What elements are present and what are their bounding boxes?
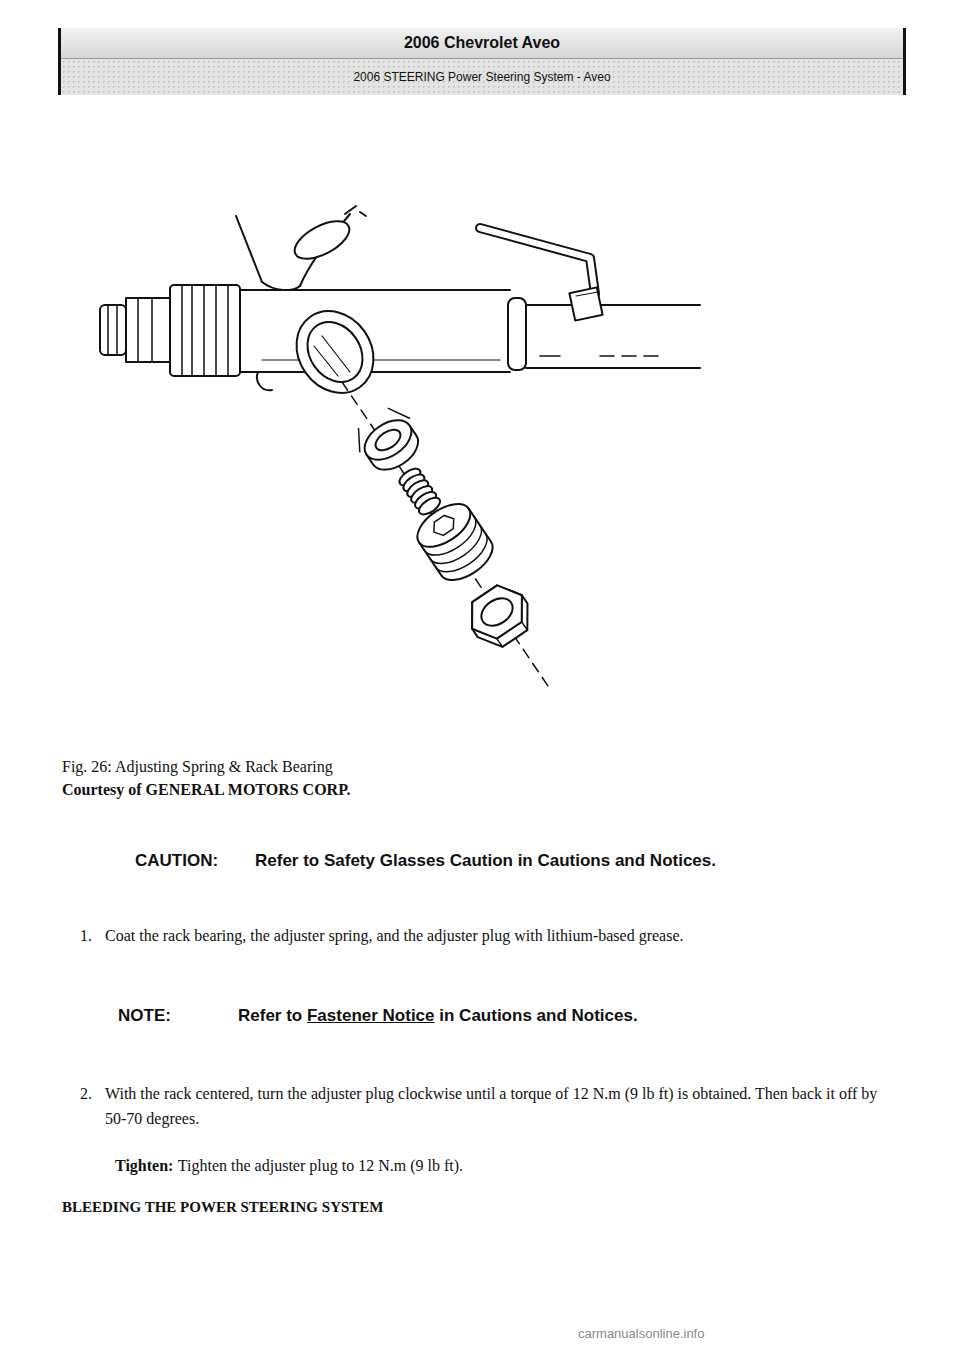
note-text: in Cautions and Notices. [439,1006,637,1025]
torque-spec: Tighten the adjuster plug to 12 N.m (9 l… [178,1157,463,1174]
credit-line: Courtesy of GENERAL MOTORS CORP. [62,781,350,798]
torque-spec: Tighten: [115,1157,173,1174]
note-text-block: Refer to Fastener Noticein Cautions and N… [238,1003,688,1028]
credit-line-block: Courtesy of GENERAL MOTORS CORP. [62,779,682,801]
page-header: 2006 Chevrolet Aveo2006 STEERING Power S… [58,28,906,95]
step-number-block: 2. [80,1081,104,1106]
step-number-block: 1. [80,923,104,948]
torque-spec-block: Tighten: Tighten the adjuster plug to 12 … [115,1153,875,1178]
step-number: 1. [80,927,92,944]
note-label: NOTE: [118,1006,171,1025]
figure-caption: Fig. 26: Adjusting Spring & Rack Bearing [62,758,333,775]
section-heading: BLEEDING THE POWER STEERING SYSTEM [62,1199,383,1215]
note-text: Refer to [238,1006,302,1025]
step-text: Coat the rack bearing, the adjuster spri… [105,927,684,944]
watermark: carmanualsonline.info [578,1326,704,1341]
step-text-block: With the rack centered, turn the adjuste… [105,1081,895,1131]
step-number: 2. [80,1085,92,1102]
step-text-block: Coat the rack bearing, the adjuster spri… [105,923,895,948]
figure-caption-block: Fig. 26: Adjusting Spring & Rack Bearing [62,756,682,778]
caution-text-block: Refer to Safety Glasses Caution in Cauti… [255,848,775,873]
header-subtitle: 2006 STEERING Power Steering System - Av… [61,59,903,95]
header-title: 2006 Chevrolet Aveo [61,28,903,59]
caution-text: Refer to Safety Glasses Caution in Cauti… [255,851,716,870]
step-text: With the rack centered, turn the adjuste… [105,1085,877,1127]
section-heading-block: BLEEDING THE POWER STEERING SYSTEM [62,1196,762,1218]
note-text: Fastener Notice [307,1006,435,1025]
caution-label: CAUTION: [135,851,218,870]
note-label-block: NOTE: [118,1003,228,1028]
watermark-block: carmanualsonline.info [578,1325,878,1343]
caution-label-block: CAUTION: [135,848,253,873]
